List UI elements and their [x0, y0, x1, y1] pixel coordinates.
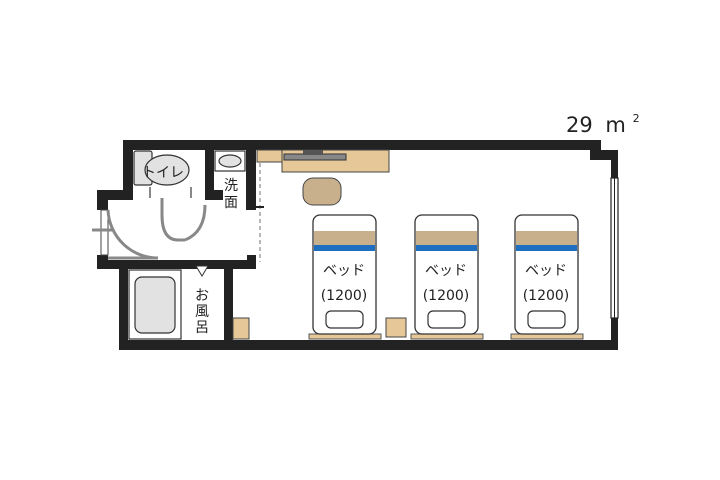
wall-bath-top — [97, 260, 230, 269]
wall-bottom — [119, 340, 618, 350]
bed-headboard — [410, 333, 484, 340]
wall-toilet-right — [205, 140, 214, 200]
bathtub: お 風 呂 — [128, 265, 209, 340]
bath-label-3: 呂 — [195, 320, 209, 336]
wall-toilet-bottom — [205, 190, 223, 200]
toilet-door-leaf — [160, 198, 185, 242]
bed-size: (1200) — [423, 288, 470, 304]
bed-3: ベッド (1200) — [510, 214, 584, 340]
toilet-door[interactable] — [149, 187, 207, 242]
washbasin: 洗 面 — [214, 150, 246, 211]
area-unit-superscript: 2 — [633, 112, 640, 125]
bed-blanket — [516, 231, 577, 245]
bed-2: ベッド (1200) — [410, 214, 484, 340]
bath-label-2: 風 — [195, 304, 209, 320]
wall-entrance-top — [97, 190, 133, 200]
wall-wash-divider — [246, 150, 256, 210]
bed-stripe — [416, 245, 477, 251]
shelf — [256, 149, 283, 163]
bed-pillow — [427, 310, 466, 329]
wall-bath-right — [224, 260, 233, 350]
luggage-rack — [232, 317, 250, 340]
walls — [97, 140, 618, 350]
bathtub-basin — [134, 276, 176, 334]
area-unit: m — [605, 113, 625, 137]
window — [610, 177, 619, 319]
door-swing-arc — [106, 209, 159, 260]
toilet-door-arc — [184, 204, 207, 242]
bed-size: (1200) — [523, 288, 570, 304]
bed-headboard — [510, 333, 584, 340]
bath-label-1: お — [195, 288, 209, 304]
bed-size: (1200) — [321, 288, 368, 304]
wall-left-lower — [119, 260, 128, 350]
bed-headboard — [308, 333, 382, 340]
area-value: 29 — [566, 113, 593, 137]
wall-right-upper — [611, 150, 618, 178]
toilet-label: トイレ — [142, 165, 184, 181]
area-label: 29 m 2 — [566, 112, 640, 137]
wall-top — [123, 140, 601, 150]
bed-label: ベッド — [323, 263, 365, 279]
wall-notch-b — [590, 150, 618, 160]
bed-1: ベッド (1200) — [308, 214, 382, 340]
door-jamb — [100, 209, 109, 256]
tv-stand — [303, 150, 323, 155]
bath-door-marker — [195, 265, 209, 277]
wall-right-lower — [611, 318, 618, 350]
bed-pillow — [325, 310, 364, 329]
wall-bath-top-right — [216, 260, 256, 269]
wall-bath-corner — [247, 255, 256, 269]
nightstand — [385, 317, 407, 338]
wall-left-upper — [123, 140, 133, 197]
bed-label: ベッド — [525, 263, 567, 279]
sliding-partition — [252, 163, 264, 262]
bed-blanket — [314, 231, 375, 245]
bed-stripe — [314, 245, 375, 251]
entrance-door[interactable] — [92, 209, 159, 260]
toilet: トイレ — [133, 150, 190, 186]
bed-stripe — [516, 245, 577, 251]
basin-bowl — [218, 154, 242, 168]
washroom-label-1: 洗 — [224, 178, 238, 194]
bed-blanket — [416, 231, 477, 245]
chair — [302, 177, 342, 206]
bed-label: ベッド — [425, 263, 467, 279]
bed-pillow — [527, 310, 566, 329]
desk — [281, 149, 390, 173]
furniture — [232, 149, 407, 340]
toilet-bowl — [144, 154, 190, 186]
wall-entrance-top-jamb — [97, 190, 108, 210]
washroom-label-2: 面 — [224, 195, 238, 211]
